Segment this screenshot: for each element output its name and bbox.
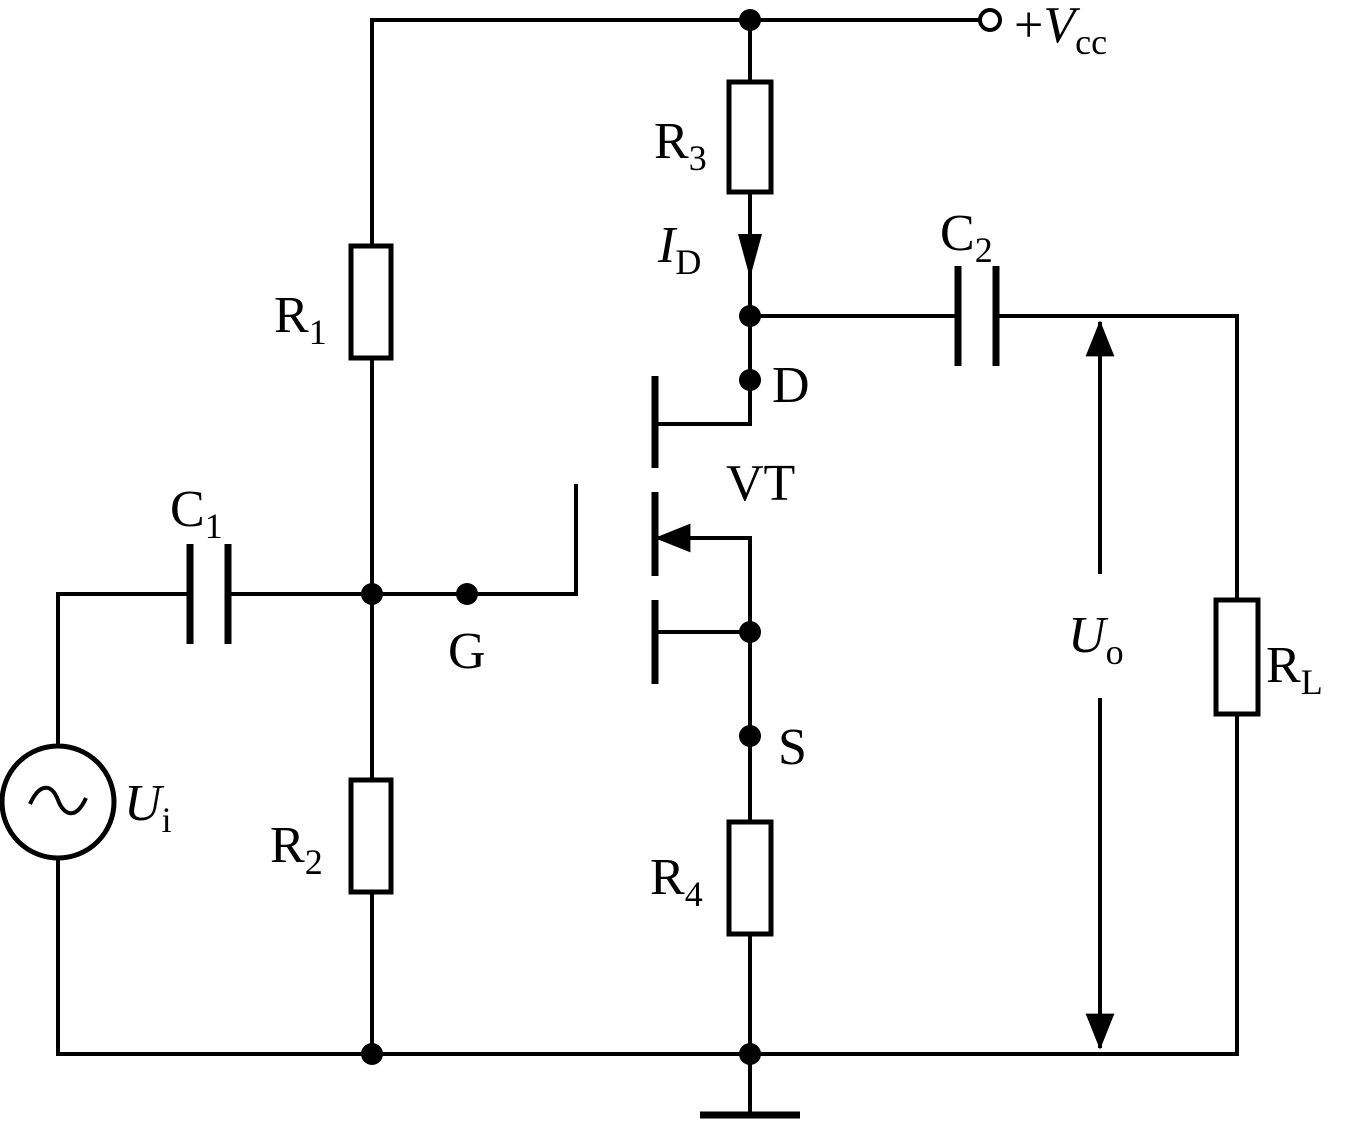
r4-label: R4 bbox=[650, 849, 703, 914]
capacitor-c2 bbox=[954, 266, 1000, 366]
r1-label: R1 bbox=[274, 287, 327, 352]
gate-terminal-node bbox=[456, 583, 478, 605]
mosfet-terminals bbox=[653, 378, 752, 634]
r2-label: R2 bbox=[270, 817, 323, 882]
input-wire bbox=[56, 592, 374, 1056]
drain-label: D bbox=[772, 357, 810, 414]
c1-label: C1 bbox=[170, 481, 223, 546]
sine-symbol-icon bbox=[28, 785, 88, 816]
r3-label: R3 bbox=[654, 113, 707, 178]
output-wire bbox=[748, 314, 1239, 1056]
resistor-rl bbox=[1213, 597, 1261, 717]
drain-current-label: ID bbox=[657, 217, 701, 282]
top-rail-wire bbox=[370, 18, 980, 248]
source-terminal-node bbox=[739, 725, 761, 747]
junction-node bbox=[739, 1043, 761, 1065]
c2-label: C2 bbox=[940, 205, 993, 270]
output-voltage-label: Uo bbox=[1068, 607, 1124, 672]
current-arrow-icon bbox=[738, 234, 762, 278]
vcc-label: +Vcc bbox=[1014, 0, 1107, 62]
junction-node bbox=[361, 1043, 383, 1065]
transistor-label: VT bbox=[726, 455, 795, 512]
gate-label: G bbox=[448, 623, 486, 680]
vcc-terminal bbox=[978, 8, 1002, 32]
resistor-r3 bbox=[726, 79, 774, 195]
gate-wire bbox=[370, 484, 578, 596]
resistor-r4 bbox=[726, 819, 774, 937]
resistor-r1 bbox=[348, 243, 394, 361]
input-voltage-label: Ui bbox=[124, 775, 172, 840]
rl-label: RL bbox=[1266, 637, 1323, 702]
capacitor-c1 bbox=[186, 544, 232, 644]
source-label: S bbox=[778, 719, 807, 776]
resistor-r2 bbox=[348, 777, 394, 895]
drain-terminal-node bbox=[739, 369, 761, 391]
